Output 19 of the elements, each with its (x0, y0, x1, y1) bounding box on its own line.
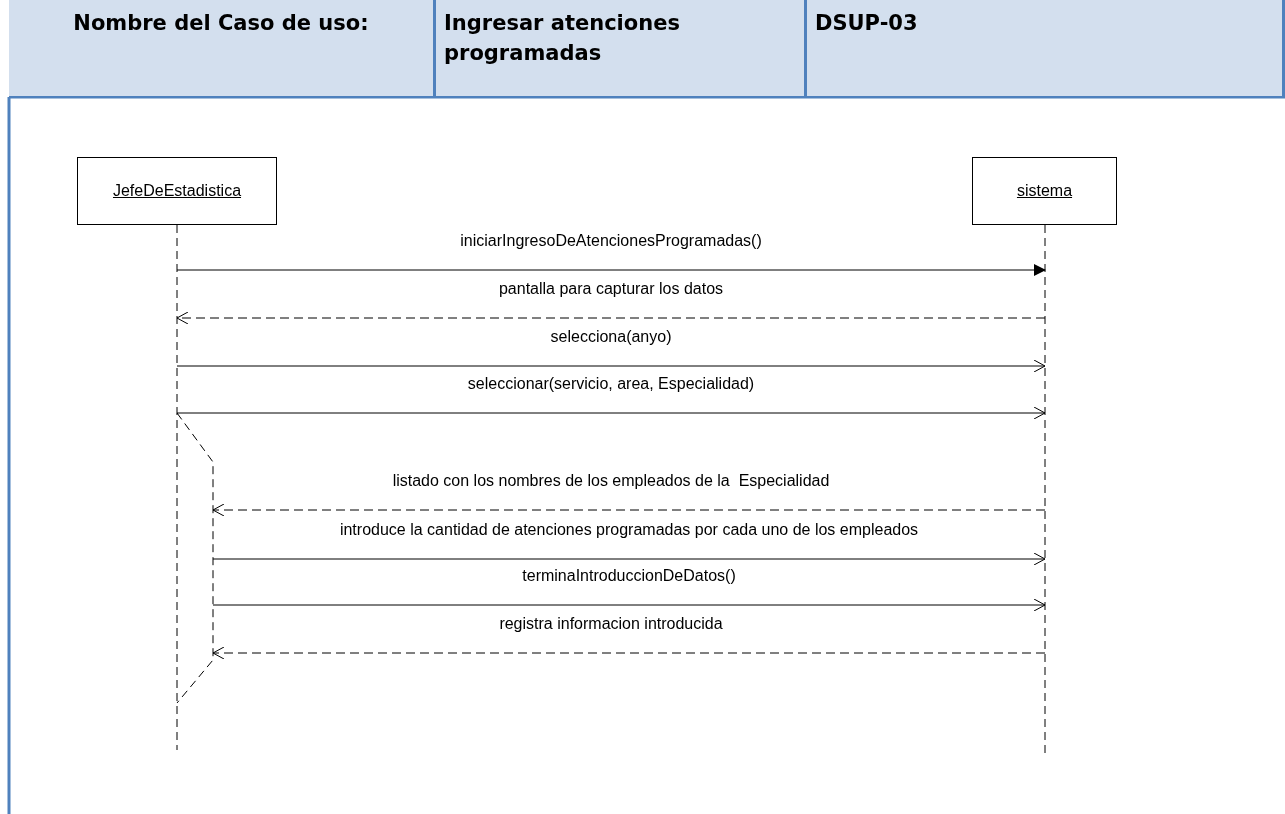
message-label: selecciona(anyo) (548, 328, 674, 346)
table-header-cell: DSUP-03 (807, 0, 1285, 96)
lifeline-name: JefeDeEstadistica (112, 182, 242, 200)
message-label: seleccionar(servicio, area, Especialidad) (465, 375, 757, 393)
message-arrow (212, 503, 1046, 517)
message-arrow (212, 552, 1046, 566)
table-header-cell: Nombre del Caso de uso: (9, 0, 436, 96)
table-header-cell: Ingresar atenciones programadas (436, 0, 807, 96)
lifeline-name: sistema (1016, 182, 1073, 200)
message-label: iniciarIngresoDeAtencionesProgramadas() (458, 232, 764, 250)
message-arrow (176, 264, 1046, 276)
message-arrow (212, 598, 1046, 612)
message-arrow (176, 406, 1046, 420)
message-arrow (212, 646, 1046, 660)
message-label: listado con los nombres de los empleados de la Especialidad (390, 472, 832, 490)
message-label: registra informacion introducida (497, 615, 725, 633)
message-arrow (176, 311, 1046, 325)
message-arrow (176, 359, 1046, 373)
message-label: terminaIntroduccionDeDatos() (520, 567, 738, 585)
